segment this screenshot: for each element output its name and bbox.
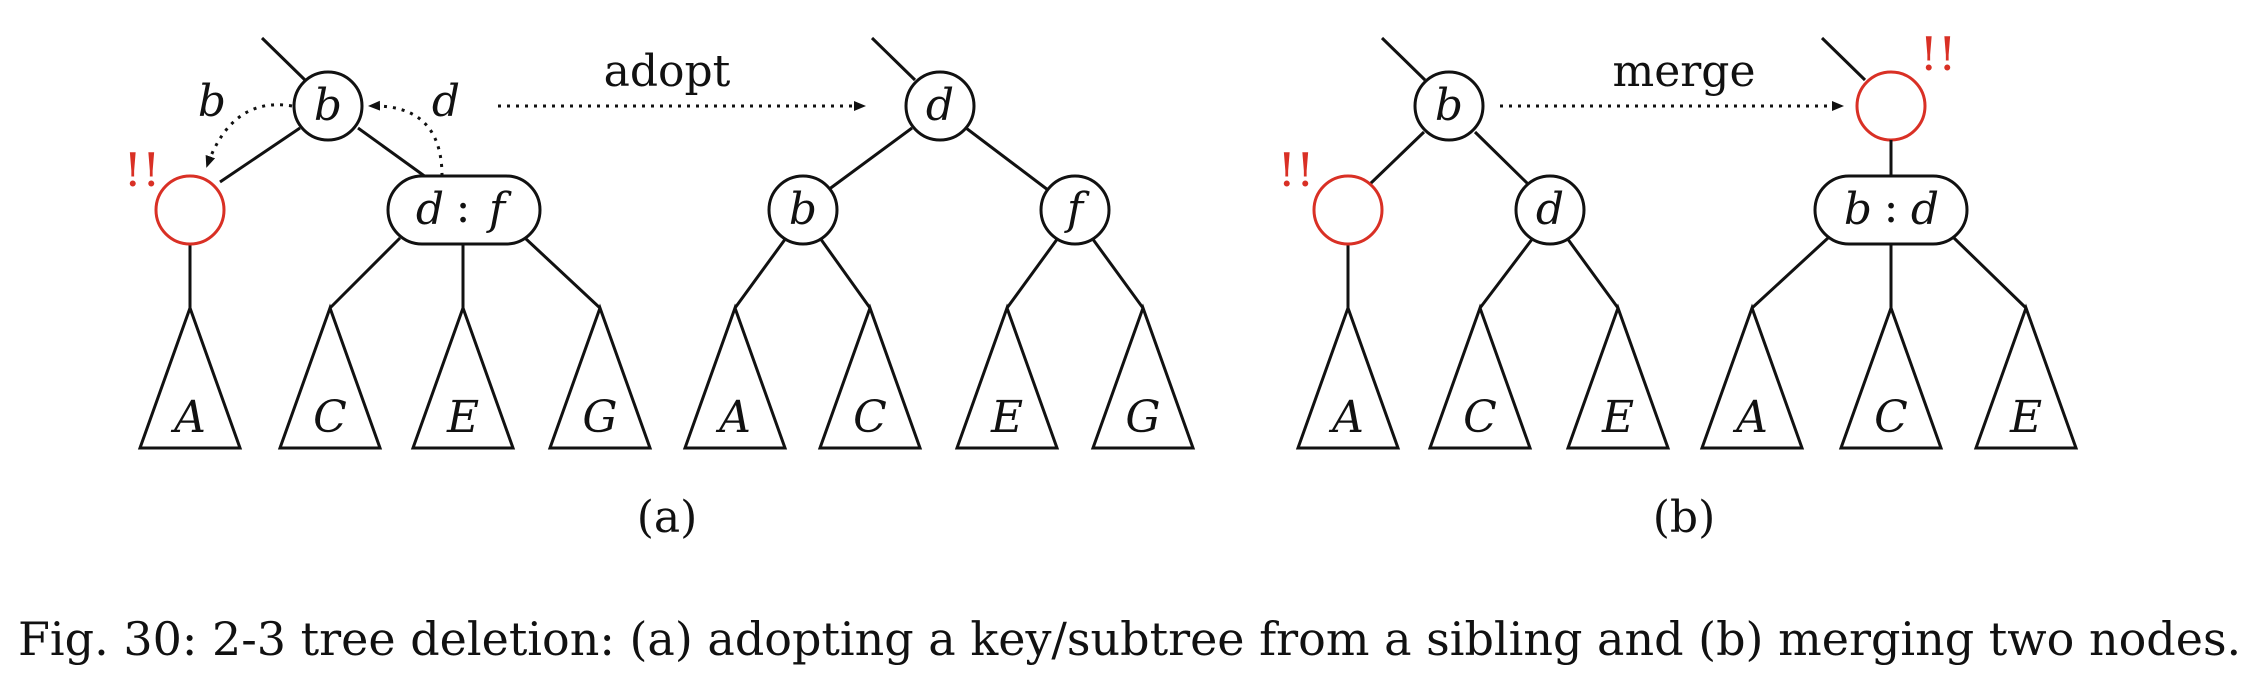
node-b-d-right-key: d [1911, 184, 1939, 235]
node-b-d-left-key: b [1844, 184, 1872, 235]
figure-caption: Fig. 30: 2-3 tree deletion: (a) adopting… [18, 612, 2241, 666]
subtree-G [1090, 303, 1196, 450]
node-d-label: d [926, 80, 954, 131]
edge-f-to-E [1005, 237, 1060, 309]
edge-f-to-G [1090, 237, 1145, 309]
edge-bd-to-E [1952, 236, 2028, 310]
subtree-C-label: C [1463, 392, 1497, 443]
subtree-A-label: A [1328, 392, 1364, 443]
edge-d-to-f [965, 126, 1049, 192]
subtree-A [1699, 303, 1805, 450]
node-d-f-separator: : [456, 182, 471, 233]
subtree-E [1565, 303, 1671, 450]
underfull-node [1855, 70, 1927, 142]
edge-b-to-underfull [219, 126, 301, 184]
panel-a-after-tree: d b f A C E G [682, 36, 1196, 450]
edge-bd-to-A [1750, 236, 1830, 310]
edge-df-to-G [523, 236, 602, 310]
underfull-node [154, 174, 226, 246]
node-d [1514, 174, 1586, 246]
subtree-A [682, 303, 788, 450]
subtree-C-label: C [853, 392, 887, 443]
node-b [767, 174, 839, 246]
subtree-A-label: A [170, 392, 206, 443]
edge-b-to-underfull [1368, 130, 1426, 186]
subtree-E [954, 303, 1060, 450]
underfull-marker: !! [1920, 27, 1957, 81]
edge-parent-link [870, 36, 917, 82]
edge-parent-link [1380, 36, 1427, 82]
edge-parent-link [1820, 36, 1867, 82]
node-b-d-separator: : [1884, 182, 1899, 233]
rotate-label-b: b [198, 76, 226, 127]
panel-b-sublabel: (b) [1653, 492, 1716, 543]
edge-d-to-b [827, 126, 913, 192]
node-b [292, 70, 364, 142]
node-d-f [386, 174, 542, 246]
subtree-C [277, 303, 383, 450]
subtree-G [547, 303, 653, 450]
rotate-arrow-b [205, 103, 293, 168]
panel-a-before-tree: b d !! b d : f A C E G [124, 36, 653, 450]
tree-deletion-figure: b d !! b d : f A C E G adopt d [124, 27, 2079, 543]
subtree-G-label: G [1125, 392, 1160, 443]
subtree-C-label: C [313, 392, 347, 443]
subtree-A [137, 303, 243, 450]
rotate-arrow-d [368, 100, 444, 177]
node-d-label: d [1536, 184, 1564, 235]
merge-label: merge [1613, 46, 1756, 97]
panel-b-after-tree: !! b : d A C E [1699, 27, 2079, 450]
subtree-C [1427, 303, 1533, 450]
edge-d-to-C [1478, 237, 1535, 309]
panel-b-before-tree: !! b d A C E [1278, 36, 1671, 450]
edge-b-to-C [818, 237, 872, 309]
subtree-E [1973, 303, 2079, 450]
underfull-node [1312, 174, 1384, 246]
subtree-E-label: E [990, 392, 1023, 443]
edge-d-to-E [1565, 237, 1620, 309]
underfull-marker: !! [1278, 143, 1315, 197]
subtree-G-label: G [582, 392, 617, 443]
node-d-f-left-key: d [416, 184, 444, 235]
node-b-label: b [789, 184, 817, 235]
adopt-transition: adopt [498, 46, 866, 111]
adopt-label: adopt [604, 46, 731, 97]
subtree-E-label: E [2009, 392, 2042, 443]
panel-a-sublabel: (a) [637, 492, 698, 543]
subtree-C [817, 303, 923, 450]
subtree-C-label: C [1874, 392, 1908, 443]
edge-b-to-A [733, 237, 788, 309]
edge-df-to-C [328, 236, 402, 310]
node-b-label: b [1435, 80, 1463, 131]
node-f [1039, 174, 1111, 246]
subtree-A-label: A [1732, 392, 1768, 443]
node-b-label: b [314, 80, 342, 131]
node-d [904, 70, 976, 142]
edge-parent-link [260, 36, 307, 82]
merge-transition: merge [1500, 46, 1844, 111]
rotate-label-d: d [432, 76, 460, 127]
subtree-E-label: E [446, 392, 479, 443]
node-b-d [1813, 174, 1969, 246]
subtree-A-label: A [715, 392, 751, 443]
subtree-E-label: E [1601, 392, 1634, 443]
subtree-E [410, 303, 516, 450]
underfull-marker: !! [124, 143, 161, 197]
subtree-A [1295, 303, 1401, 450]
edge-b-to-df [357, 126, 431, 182]
subtree-C [1838, 303, 1944, 450]
node-b [1413, 70, 1485, 142]
edge-b-to-d [1473, 130, 1530, 186]
